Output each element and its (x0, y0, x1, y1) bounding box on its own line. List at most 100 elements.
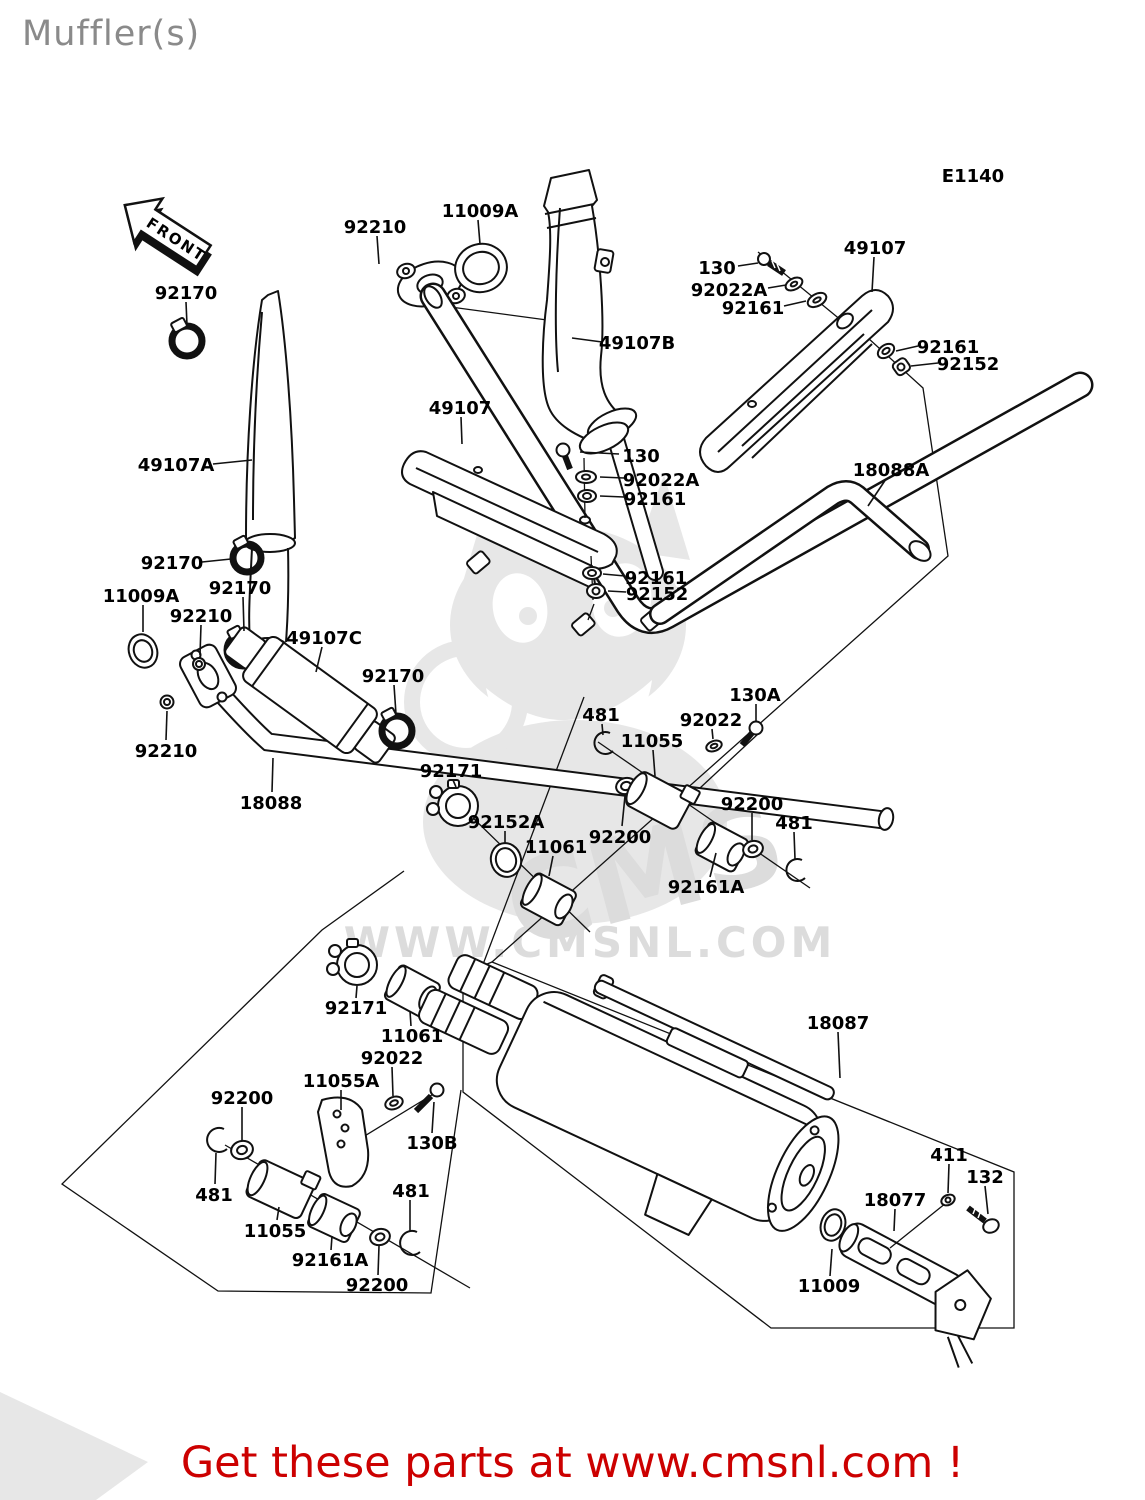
leader-line (793, 831, 796, 860)
leader-line (165, 710, 168, 741)
leader-line (376, 235, 380, 265)
leader-line (271, 757, 274, 793)
hardware-right-mid (876, 342, 911, 377)
hardware-mid-column (555, 442, 606, 621)
leader-line (607, 590, 627, 593)
cluster-center (593, 720, 811, 889)
part-label-18087: 18087 (807, 1013, 870, 1034)
resonator-49107C (224, 626, 396, 764)
diagram-code: E1140 (942, 166, 1004, 187)
leader-line (315, 646, 323, 673)
part-label-481: 481 (775, 813, 813, 834)
heat-shield-mid (401, 450, 618, 591)
hardware-411-132 (889, 1193, 1000, 1249)
part-label-92170: 92170 (209, 578, 272, 599)
part-label-92200: 92200 (589, 827, 652, 848)
part-label-130B: 130B (406, 1133, 457, 1154)
part-label-18077: 18077 (864, 1190, 927, 1211)
leader-line (391, 1066, 394, 1097)
leader-line (201, 558, 232, 563)
part-label-92170: 92170 (362, 666, 425, 687)
leader-line (409, 1010, 412, 1027)
cluster-mid-left (426, 779, 591, 933)
leader-line (910, 362, 939, 367)
part-label-130: 130 (698, 258, 736, 279)
part-label-49107: 49107 (844, 238, 907, 259)
part-label-11055: 11055 (621, 731, 684, 752)
leader-line (393, 684, 397, 715)
part-label-481: 481 (392, 1181, 430, 1202)
leader-line (579, 451, 620, 455)
leader-line (599, 495, 625, 498)
part-label-49107A: 49107A (138, 455, 215, 476)
leader-line (871, 256, 875, 293)
leader-line (711, 728, 714, 740)
part-label-92210: 92210 (344, 217, 407, 238)
leader-line (276, 1206, 280, 1221)
leader-line (460, 416, 463, 445)
gasket-11009A-top (454, 242, 508, 294)
page-title: Muffler(s) (22, 14, 201, 54)
pipe-49107B (541, 169, 664, 581)
part-label-92022A: 92022A (623, 470, 700, 491)
part-label-92161A: 92161A (668, 877, 745, 898)
part-label-92161: 92161 (917, 337, 980, 358)
part-label-49107: 49107 (429, 398, 492, 419)
part-label-92022A: 92022A (691, 280, 768, 301)
leader-line (837, 1031, 841, 1079)
leader-line (737, 262, 759, 267)
leader-line (377, 1245, 380, 1276)
callouts: 9221011009A9217049107B13092022A921614910… (103, 201, 1004, 1297)
leader-line (548, 855, 554, 877)
leader-line (893, 1208, 896, 1232)
part-label-11061: 11061 (381, 1026, 444, 1047)
leader-line (599, 476, 625, 479)
heat-shield-right (699, 289, 894, 473)
leader-line (783, 300, 807, 307)
leader-line (477, 219, 481, 245)
leader-line (895, 345, 919, 352)
leader-line (431, 1101, 435, 1134)
hardware-top-right (757, 251, 854, 331)
pipe-18088A (649, 480, 932, 625)
part-label-92161: 92161 (722, 298, 785, 319)
leader-line (199, 624, 202, 656)
leader-line (212, 459, 253, 465)
leader-line (947, 1163, 950, 1194)
leader-line (185, 301, 188, 326)
part-label-11009: 11009 (798, 1276, 861, 1297)
part-label-130A: 130A (729, 685, 781, 706)
part-label-481: 481 (582, 705, 620, 726)
part-label-92161: 92161 (624, 489, 687, 510)
tail-bracket-18077 (838, 1222, 992, 1368)
leader-line (214, 1152, 217, 1185)
leader-line (829, 1248, 833, 1277)
leader-line (452, 779, 457, 788)
part-label-92210: 92210 (135, 741, 198, 762)
part-label-92170: 92170 (141, 553, 204, 574)
part-label-481: 481 (195, 1185, 233, 1206)
part-label-92170: 92170 (155, 283, 218, 304)
part-label-49107C: 49107C (286, 628, 362, 649)
leader-line (602, 573, 626, 577)
part-label-92210: 92210 (170, 606, 233, 627)
part-label-18088: 18088 (240, 793, 303, 814)
part-label-11009A: 11009A (103, 586, 180, 607)
part-label-92200: 92200 (346, 1275, 409, 1296)
part-label-18088A: 18088A (853, 460, 930, 481)
leader-line (709, 852, 717, 878)
part-label-92200: 92200 (721, 794, 784, 815)
part-label-11009A: 11009A (442, 201, 519, 222)
part-label-92161A: 92161A (292, 1250, 369, 1271)
part-label-92200: 92200 (211, 1088, 274, 1109)
pipe-18088 (159, 643, 895, 831)
part-label-132: 132 (966, 1167, 1004, 1188)
part-label-92161: 92161 (625, 568, 688, 589)
leader-line (330, 1235, 333, 1251)
footer-banner-link[interactable]: Get these parts at www.cmsnl.com ! (180, 1438, 965, 1488)
exploded-view-art (60, 169, 1094, 1368)
part-label-411: 411 (930, 1145, 968, 1166)
pipe-49107A (244, 290, 296, 655)
part-label-130: 130 (622, 446, 660, 467)
